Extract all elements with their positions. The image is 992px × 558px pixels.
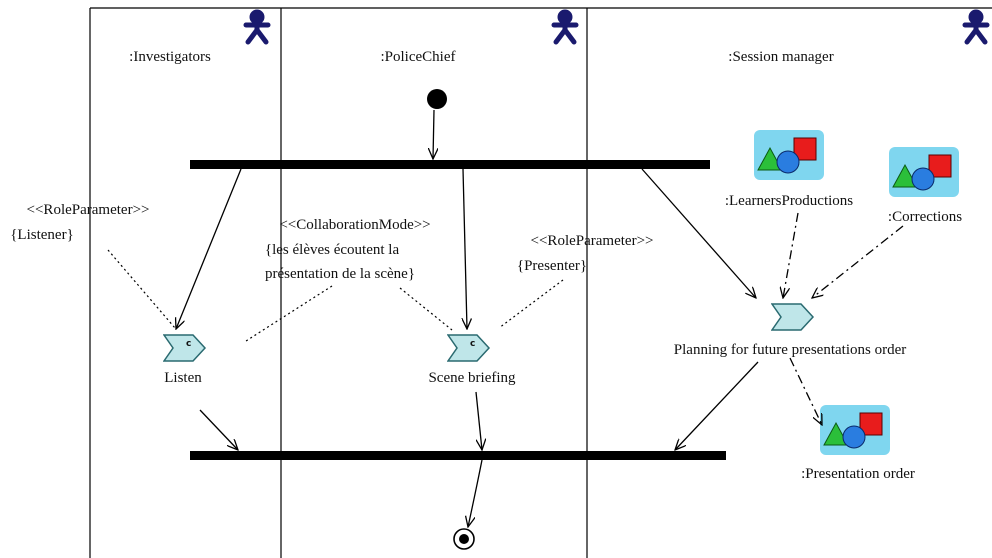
object-icon [754, 130, 824, 180]
object-icon [889, 147, 959, 197]
note-collaboration-line2: présentation de la scène} [265, 266, 415, 282]
call-behavior-icon: c [470, 339, 475, 349]
flow-arrow [641, 168, 756, 298]
note-collaboration-stereotype: <<CollaborationMode>> [279, 217, 430, 233]
flow-arrow [475, 391, 482, 450]
note-connectors [107, 249, 564, 342]
flow-arrow [468, 459, 483, 527]
object-label: :Corrections [888, 209, 962, 225]
object-flow-arrow [789, 357, 822, 425]
swimlane-title-policechief: :PoliceChief [381, 49, 456, 65]
actor-icon [243, 9, 271, 45]
flow-arrow [199, 409, 238, 450]
object-learners-productions[interactable]: :LearnersProductions [725, 130, 853, 209]
note-collaboration-line1: {les élèves écoutent la [265, 242, 400, 258]
note-role-presenter-stereotype: <<RoleParameter>> [531, 233, 654, 249]
flow-arrow [675, 361, 759, 450]
flow-arrow [433, 109, 434, 159]
actor-icon [551, 9, 579, 45]
note-role-presenter-value: {Presenter} [517, 258, 587, 274]
object-label: :LearnersProductions [725, 193, 853, 209]
activity-icon [163, 334, 206, 362]
activity-label: Listen [164, 370, 202, 386]
initial-node[interactable] [427, 89, 447, 109]
activity-label: Scene briefing [428, 370, 516, 386]
swimlane-title-investigators: :Investigators [129, 49, 211, 65]
call-behavior-icon: c [186, 339, 191, 349]
object-corrections[interactable]: :Corrections [888, 147, 962, 225]
object-flow-arrow [783, 212, 799, 298]
activity-icon [447, 334, 490, 362]
note-role-listener-stereotype: <<RoleParameter>> [27, 202, 150, 218]
activity-listen[interactable]: c Listen [163, 334, 206, 386]
activity-planning[interactable]: Planning for future presentations order [674, 303, 906, 358]
fork-bar[interactable] [190, 160, 710, 169]
note-role-listener-value: {Listener} [10, 227, 74, 243]
object-label: :Presentation order [801, 466, 915, 482]
flow-arrow [463, 168, 467, 329]
activity-icon [771, 303, 814, 331]
join-bar[interactable] [190, 451, 726, 460]
object-icon [820, 405, 890, 455]
swimlane-title-session-manager: :Session manager [728, 49, 833, 65]
actor-icon [962, 9, 990, 45]
activity-scene-briefing[interactable]: c Scene briefing [428, 334, 516, 386]
activity-label: Planning for future presentations order [674, 342, 906, 358]
object-presentation-order[interactable]: :Presentation order [801, 405, 915, 482]
flow-arrow [176, 168, 242, 329]
swimlane-borders [89, 7, 992, 558]
object-flow-arrow [812, 225, 904, 298]
final-node[interactable] [453, 528, 475, 550]
